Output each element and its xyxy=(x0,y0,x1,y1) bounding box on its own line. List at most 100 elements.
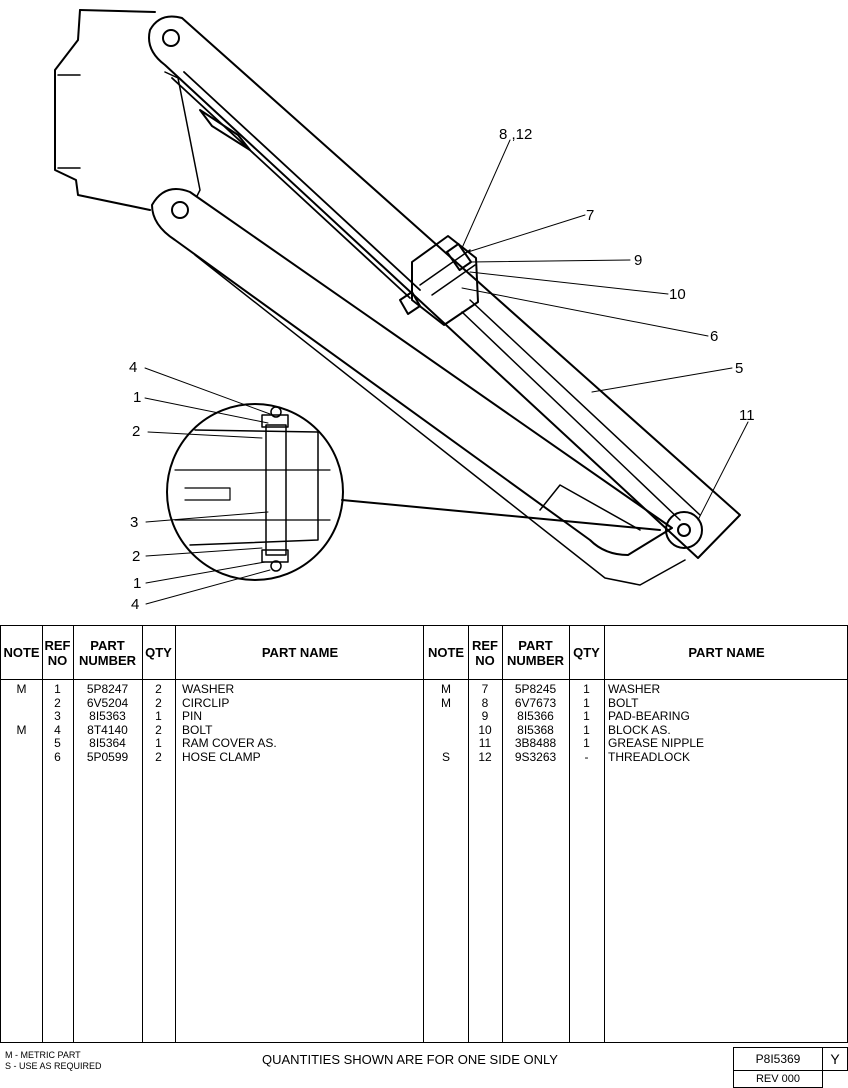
note-cell: M xyxy=(16,682,27,696)
part-name-cell: WASHER xyxy=(608,682,661,696)
part-name-cell: BOLT xyxy=(608,695,639,710)
callout-10: 10 xyxy=(669,286,686,303)
table-row: M 4 8T4140 2 BOLT xyxy=(1,722,423,738)
qty-cell: 1 xyxy=(155,736,162,751)
part-name-cell: PAD-BEARING xyxy=(608,709,690,724)
lower-pivot xyxy=(171,201,189,219)
part-number-cell: 5P0599 xyxy=(86,749,129,764)
callout-4-top: 4 xyxy=(129,359,137,376)
revision-label: REV 000 xyxy=(733,1070,823,1088)
ref-cell: 8 xyxy=(481,695,489,710)
table-row: 2 6V5204 2 CIRCLIP xyxy=(1,695,423,711)
header-qty: QTY xyxy=(573,645,600,660)
part-name-cell: BLOCK AS. xyxy=(608,722,671,737)
revision-letter: Y xyxy=(822,1047,848,1071)
note-cell: M xyxy=(441,695,451,710)
table-row: M 8 6V7673 1 BOLT xyxy=(424,695,847,711)
footer: M - METRIC PART S - USE AS REQUIRED QUAN… xyxy=(0,1043,848,1088)
note-cell: M xyxy=(16,722,27,737)
qty-cell: 1 xyxy=(583,695,590,710)
header-ref-no: REF NO xyxy=(44,637,71,668)
qty-cell: - xyxy=(584,749,589,764)
detail-pin xyxy=(265,424,287,556)
header-ref-no: REF NO xyxy=(472,637,498,668)
part-number-cell: 6V5204 xyxy=(86,695,129,710)
header-part-number: PART NUMBER xyxy=(506,637,565,668)
end-pivot-outer xyxy=(665,511,703,549)
header-part-name: PART NAME xyxy=(688,645,765,660)
part-name-cell: PIN xyxy=(182,709,203,724)
callout-11: 11 xyxy=(739,407,755,424)
block-assembly xyxy=(411,235,479,326)
table-row: 5 8I5364 1 RAM COVER AS. xyxy=(1,737,423,751)
header-part-number: PART NUMBER xyxy=(78,637,137,668)
callout-5: 5 xyxy=(735,360,743,377)
header-part-name: PART NAME xyxy=(261,645,339,660)
note-cell: M xyxy=(441,682,451,696)
callout-6: 6 xyxy=(710,328,718,345)
part-number-cell: 9S3263 xyxy=(514,749,557,764)
ram-cylinder xyxy=(171,71,421,299)
callout-7: 7 xyxy=(586,207,594,224)
parts-table-left: NOTE REF NO PART NUMBER QTY PART NAME M … xyxy=(0,625,424,1043)
qty-cell: 1 xyxy=(583,682,590,696)
ref-cell: 5 xyxy=(54,736,61,751)
ram-cover xyxy=(461,299,701,521)
qty-cell: 2 xyxy=(155,722,162,737)
part-number-cell: 8T4140 xyxy=(87,722,128,737)
detail-circle xyxy=(166,403,344,581)
header-note: NOTE xyxy=(3,645,40,660)
header-qty: QTY xyxy=(145,645,172,660)
ref-cell: 3 xyxy=(54,709,61,724)
callout-2-top: 2 xyxy=(132,423,140,440)
legend-metric: M - METRIC PART xyxy=(5,1050,81,1060)
table-row: 9 8I5366 1 PAD-BEARING xyxy=(424,710,847,724)
note-cell: S xyxy=(441,749,450,764)
callout-1-bottom: 1 xyxy=(133,575,141,592)
ref-cell: 1 xyxy=(54,682,61,696)
part-number-cell: 3B8488 xyxy=(514,736,557,751)
ref-cell: 7 xyxy=(481,682,489,696)
qty-cell: 1 xyxy=(583,722,590,737)
qty-cell: 1 xyxy=(583,736,590,751)
part-number-cell: 6V7673 xyxy=(514,695,557,710)
pad-bearing xyxy=(445,242,473,272)
callout-9: 9 xyxy=(634,252,642,269)
part-number-cell: 5P8245 xyxy=(514,682,557,696)
exploded-parts-drawing: 4 1 2 3 2 1 4 8 ,12 7 9 10 6 5 11 xyxy=(54,9,755,613)
table-row: M 1 5P8247 2 WASHER xyxy=(1,682,423,697)
upper-boom xyxy=(148,15,741,559)
qty-cell: 2 xyxy=(155,695,162,710)
part-name-cell: HOSE CLAMP xyxy=(182,749,261,764)
part-number-cell: 8I5363 xyxy=(89,709,126,724)
detail-plate xyxy=(189,429,319,546)
part-name-cell: RAM COVER AS. xyxy=(182,736,277,751)
callout-3: 3 xyxy=(130,514,138,531)
part-number-cell: 8I5368 xyxy=(517,722,554,737)
ref-cell: 11 xyxy=(478,736,492,751)
parts-table-right: NOTE REF NO PART NUMBER QTY PART NAME M … xyxy=(423,625,848,1043)
table-row: 11 3B8488 1 GREASE NIPPLE xyxy=(424,737,847,751)
frame-outline xyxy=(54,9,151,211)
ref-cell: 10 xyxy=(478,722,492,737)
part-name-cell: BOLT xyxy=(182,722,213,737)
end-pivot-inner xyxy=(677,523,691,537)
part-name-cell: THREADLOCK xyxy=(608,749,691,764)
qty-cell: 1 xyxy=(155,709,162,724)
legend-use-as-required: S - USE AS REQUIRED xyxy=(5,1061,102,1071)
lower-arm xyxy=(151,188,673,556)
ref-cell: 6 xyxy=(54,749,61,764)
part-name-cell: CIRCLIP xyxy=(182,695,230,710)
callout-4-bottom: 4 xyxy=(131,596,139,613)
part-name-cell: GREASE NIPPLE xyxy=(608,736,705,751)
part-name-cell: WASHER xyxy=(182,682,235,696)
upper-pivot xyxy=(162,29,180,47)
table-row: 3 8I5363 1 PIN xyxy=(1,710,423,724)
table-row: 10 8I5368 1 BLOCK AS. xyxy=(424,722,847,738)
ref-cell: 9 xyxy=(481,709,489,724)
callout-2-bottom: 2 xyxy=(132,548,140,565)
header-note: NOTE xyxy=(427,645,465,660)
quantity-note: QUANTITIES SHOWN ARE FOR ONE SIDE ONLY xyxy=(262,1052,558,1067)
drawing-number: P8I5369 xyxy=(733,1047,823,1071)
ref-cell: 4 xyxy=(54,722,61,737)
